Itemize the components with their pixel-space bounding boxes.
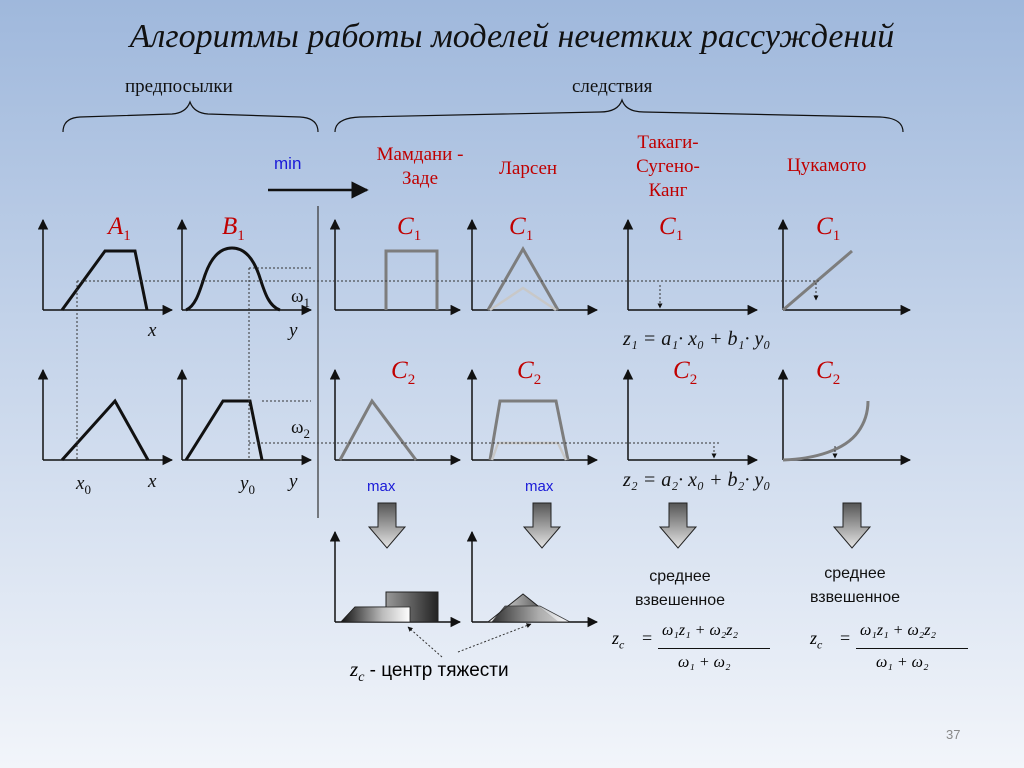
method-mamdani: Мамдани - Заде [376, 144, 464, 189]
axis-y-row1: y [289, 320, 298, 341]
max-label-larsen: max [525, 478, 554, 495]
mf-b1 [185, 246, 281, 312]
set-label-c1-mamdani: C1 [397, 213, 422, 244]
axis-x-row2: x [148, 471, 157, 492]
method-tsukamoto: Цукамото [787, 155, 867, 176]
axes-c1-takagi [622, 218, 759, 316]
centroid-label: zc - центр тяжести [350, 657, 509, 686]
mf-c1-larsen-scaled [489, 286, 557, 312]
set-label-c2-tsukamoto: C2 [816, 357, 841, 388]
set-label-c2-takagi: C2 [673, 357, 698, 388]
y0-label: y0 [240, 473, 255, 497]
mf-c2-larsen-scaled [490, 441, 568, 461]
method-takagi: Такаги- Сугено- Канг [636, 132, 700, 201]
premises-brace [62, 100, 319, 133]
result-shape-mamdani [339, 591, 439, 623]
set-label-c2-larsen: C2 [517, 357, 542, 388]
set-label-c2-mamdani: C2 [391, 357, 416, 388]
zc-formula-takagi: zc = ω₁z₁ + ω₂z₂ ω₁ + ω₂ [612, 622, 770, 671]
premises-label: предпосылки [125, 76, 233, 97]
axes-c2-larsen [466, 368, 599, 466]
axes-c1-larsen [466, 218, 599, 316]
mf-c2-mamdani [338, 398, 418, 461]
consequences-brace [334, 98, 904, 133]
set-label-a1: A1 [108, 213, 131, 244]
down-arrow-mamdani [367, 502, 407, 549]
min-label: min [274, 154, 302, 173]
axes-c2-takagi [622, 368, 759, 466]
page-number: 37 [946, 727, 961, 742]
axes-a1 [37, 218, 174, 316]
set-label-c1-takagi: C1 [659, 213, 684, 244]
set-label-c1-larsen: C1 [509, 213, 534, 244]
down-arrow-takagi [658, 502, 698, 549]
set-label-c1-tsukamoto: C1 [816, 213, 841, 244]
mf-a2 [60, 398, 150, 462]
axes-c1-mamdani [329, 218, 462, 316]
set-label-b1: B1 [222, 213, 245, 244]
axes-c1-tsukamoto [777, 218, 912, 316]
zc-formula-tsukamoto: zc = ω₁z₁ + ω₂z₂ ω₁ + ω₂ [810, 622, 968, 671]
weighted-avg-label-tsukamoto: среднее взвешенное [809, 565, 901, 606]
mf-c1-larsen [486, 245, 560, 311]
centroid-pointer-mamdani [407, 626, 443, 658]
x0-label: x0 [76, 473, 91, 497]
max-label-mamdani: max [367, 478, 396, 495]
down-arrow-tsukamoto [832, 502, 872, 549]
axis-y-row2: y [289, 471, 298, 492]
mf-b2 [184, 399, 264, 461]
formula-z1: z₁ = a₁· x₀ + b₁· y₀ [623, 328, 771, 350]
axis-x-row1: x [148, 320, 157, 341]
result-shape-larsen [486, 593, 571, 623]
mf-c2-tsukamoto [782, 400, 870, 462]
centroid-pointer-larsen [457, 623, 532, 653]
axes-c2-mamdani [329, 368, 462, 466]
omega1-label: ω1 [291, 286, 311, 310]
consequences-label: следствия [572, 76, 653, 97]
axes-b2 [176, 368, 313, 466]
down-arrow-larsen [522, 502, 562, 549]
weighted-avg-label-takagi: среднее взвешенное [634, 568, 726, 609]
formula-z2: z₂ = a₂· x₀ + b₂· y₀ [623, 469, 771, 491]
axes-b1 [176, 218, 313, 316]
axes-c2-tsukamoto [777, 368, 912, 466]
method-larsen: Ларсен [499, 158, 558, 179]
slide-title: Алгоритмы работы моделей нечетких рассуж… [129, 18, 895, 55]
mf-c2-larsen [488, 399, 570, 461]
omega2-label: ω2 [291, 417, 311, 441]
axes-a2 [37, 368, 174, 466]
